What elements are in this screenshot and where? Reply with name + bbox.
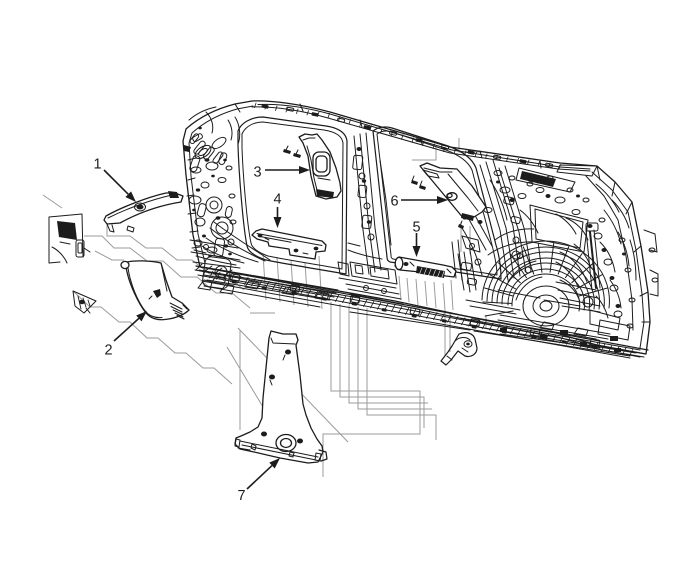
svg-text:6: 6 — [390, 194, 398, 210]
svg-text:2: 2 — [104, 343, 112, 359]
svg-text:4: 4 — [273, 192, 281, 208]
svg-text:3: 3 — [253, 165, 261, 181]
svg-text:7: 7 — [237, 488, 245, 504]
svg-text:5: 5 — [412, 220, 420, 236]
svg-text:1: 1 — [93, 157, 101, 173]
